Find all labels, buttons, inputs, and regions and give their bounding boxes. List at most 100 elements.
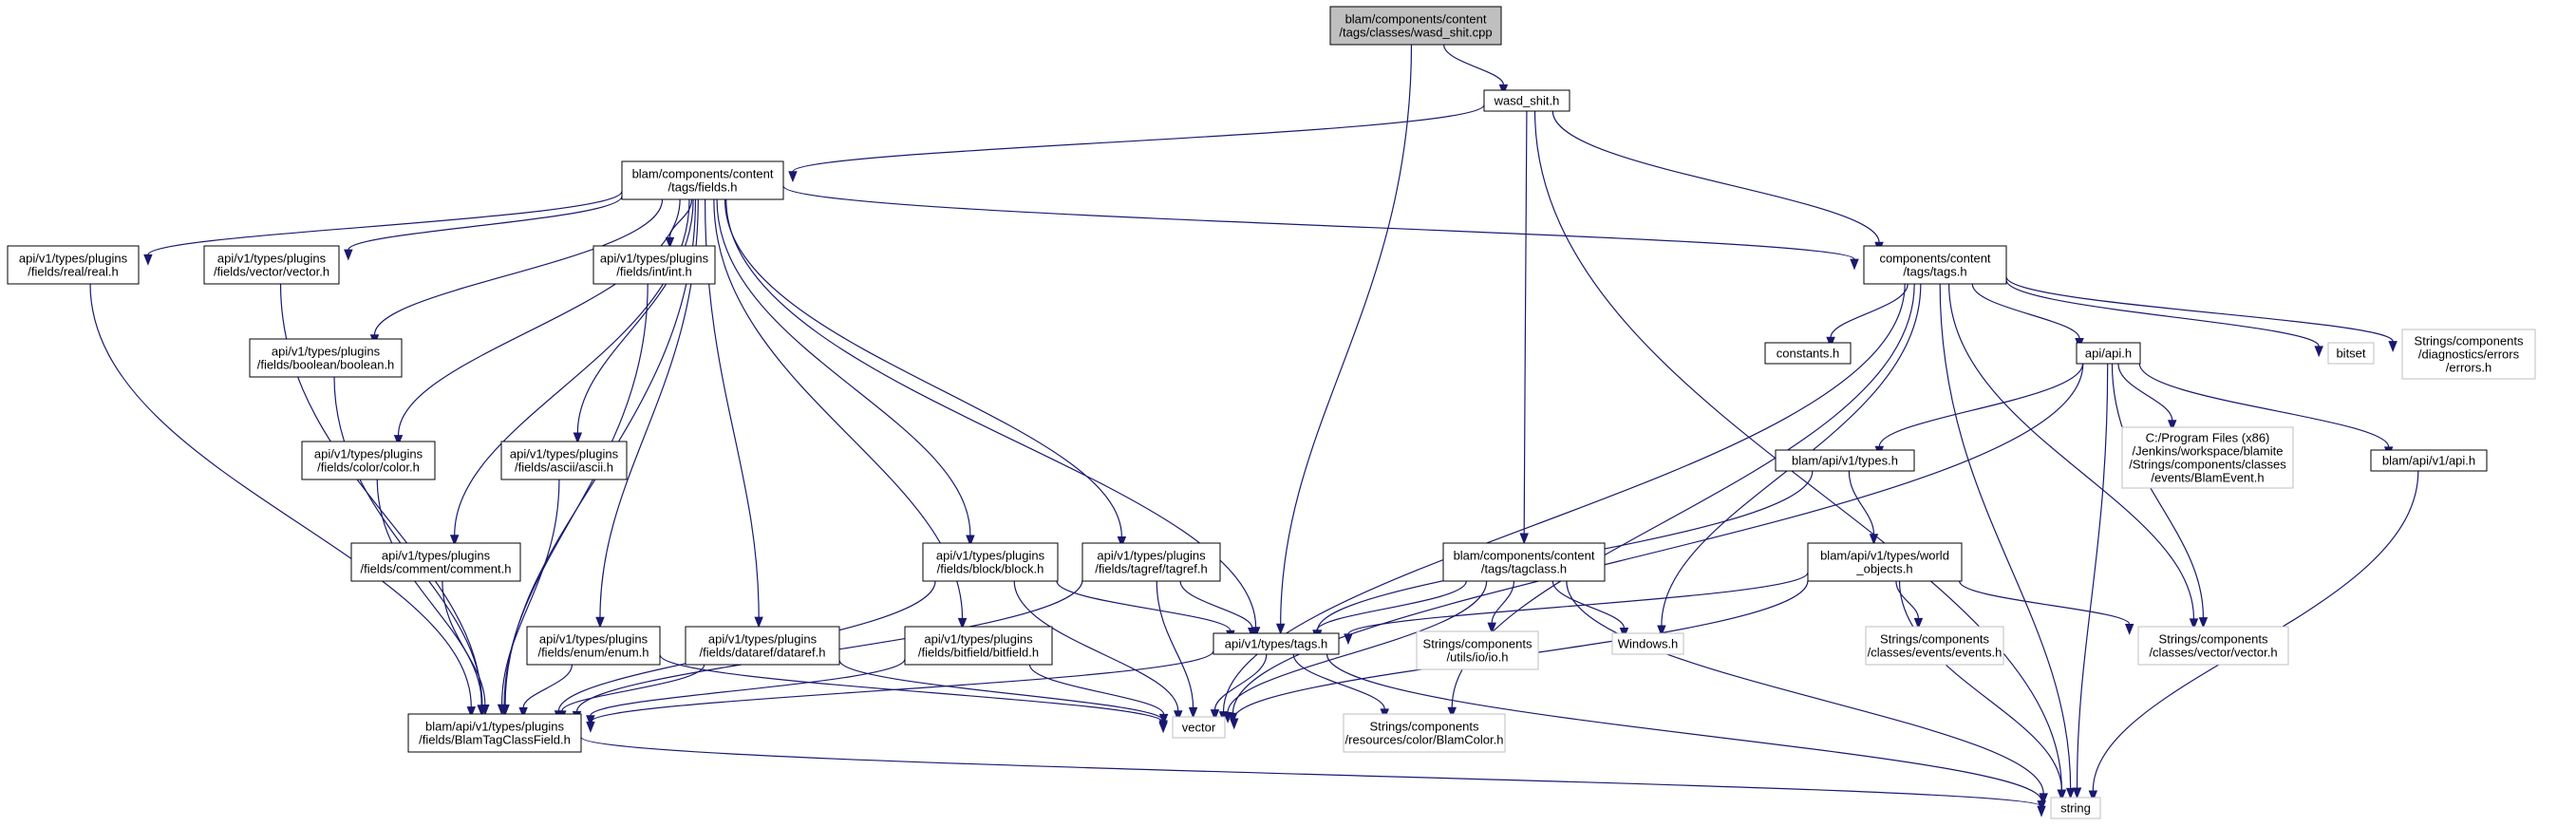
node-label-line: /errors.h [2446, 361, 2491, 375]
edge-arrowhead [665, 236, 675, 249]
edge-arrowhead [1117, 536, 1127, 548]
node-windows-h: Windows.h [1611, 632, 1684, 655]
node-label-line: blam/api/v1/types/plugins [425, 720, 564, 734]
node-label-line: blam/api/v1/types.h [1792, 454, 1898, 468]
node-box [1611, 632, 1684, 655]
edge-line [1848, 470, 1875, 535]
node-api-h[interactable]: api/api.h [2076, 342, 2141, 365]
node-tags-fields-h[interactable]: blam/components/content/tags/fields.h [621, 160, 784, 200]
node-label-line: api/v1/types/plugins [600, 252, 709, 266]
edge-color_h-to-blamtagclassfield_h [376, 479, 487, 717]
node-tagref-h[interactable]: api/v1/types/plugins/fields/tagref/tagre… [1081, 542, 1221, 582]
node-blam-types-h[interactable]: blam/api/v1/types.h [1775, 449, 1915, 472]
node-label-line: api/v1/types/plugins [382, 549, 491, 563]
edge-arrowhead [1657, 625, 1666, 637]
edge-arrowhead [754, 616, 763, 629]
edge-arrowhead [2314, 346, 2323, 358]
edge-arrowhead [1869, 534, 1879, 546]
edge-line [1443, 44, 1505, 85]
edge-line [1347, 572, 1809, 635]
node-comment-h[interactable]: api/v1/types/plugins/fields/comment/comm… [350, 542, 521, 582]
node-boolean-h[interactable]: api/v1/types/plugins/fields/boolean/bool… [249, 338, 403, 378]
edge-bitfield_h-to-vector [1028, 664, 1169, 725]
node-box [249, 338, 403, 378]
edge-tagref_h-to-vector [1156, 580, 1198, 719]
node-box [2370, 449, 2488, 472]
edge-line [1232, 363, 2084, 714]
node-api-tags-h[interactable]: api/v1/types/tags.h [1213, 632, 1340, 655]
node-dataref-h[interactable]: api/v1/types/plugins/fields/dataref/data… [685, 626, 840, 666]
node-label-line: /fields/vector/vector.h [214, 265, 329, 279]
node-box [621, 160, 784, 200]
node-block-h[interactable]: api/v1/types/plugins/fields/block/block.… [922, 542, 1059, 582]
edge-arrowhead [966, 535, 975, 547]
node-label-line: vector [1182, 721, 1216, 735]
node-int-h[interactable]: api/v1/types/plugins/fields/int/int.h [592, 245, 716, 285]
edge-line [716, 198, 971, 536]
node-bitset: bitset [2327, 342, 2375, 365]
node-box [203, 245, 340, 285]
edge-line [1878, 363, 2084, 447]
node-label-line: Windows.h [1618, 637, 1679, 651]
edge-line [1948, 283, 2195, 619]
edge-line [2138, 363, 2390, 447]
nodes-layer: blam/components/content/tags/classes/was… [7, 6, 2536, 819]
edge-line [1551, 580, 1626, 629]
edge-api_h-to-blamevent_h [2117, 363, 2177, 432]
edge-tags_fields_h-to-block_h [716, 198, 975, 547]
node-label-line: blam/components/content [1345, 12, 1487, 27]
node-box [1807, 542, 1963, 582]
node-box [1329, 6, 1502, 46]
edge-components_tags_h-to-string [1939, 283, 2076, 799]
node-color-h[interactable]: api/v1/types/plugins/fields/color/color.… [301, 441, 436, 480]
node-box [2401, 329, 2536, 380]
edge-arrowhead [573, 432, 583, 444]
edge-wasd_shit_h-to-tagclass_h [1519, 110, 1529, 545]
node-components-tags-h[interactable]: components/content/tags/tags.h [1863, 245, 2007, 285]
node-label-line: /Strings/components/classes [2129, 458, 2286, 472]
edge-arrowhead [518, 706, 528, 719]
node-box [1416, 630, 1539, 670]
edge-line [1959, 580, 2131, 625]
edge-arrowhead [143, 254, 153, 266]
node-ascii-h[interactable]: api/v1/types/plugins/fields/ascii/ascii.… [500, 441, 628, 480]
edge-line [590, 650, 1214, 723]
node-blamtagclassfield-h[interactable]: blam/api/v1/types/plugins/fields/BlamTag… [407, 713, 582, 753]
node-label-line: blam/components/content [632, 167, 774, 181]
node-blam-api-h[interactable]: blam/api/v1/api.h [2370, 449, 2488, 472]
node-real-h[interactable]: api/v1/types/plugins/fields/real/real.h [7, 245, 140, 285]
edge-blamtagclassfield_h-to-string [580, 736, 2046, 818]
node-label-line: /tags/tags.h [1903, 265, 1966, 279]
edge-line [590, 658, 906, 717]
edge-arrowhead [466, 706, 477, 718]
node-constants-h[interactable]: constants.h [1764, 342, 1852, 365]
edge-arrowhead [2088, 790, 2098, 802]
node-bitfield-h[interactable]: api/v1/types/plugins/fields/bitfield/bit… [904, 626, 1053, 666]
edge-components_tags_h-to-vector_class_h [1948, 283, 2199, 630]
node-box [2050, 797, 2101, 819]
node-wasd-shit-h[interactable]: wasd_shit.h [1483, 89, 1570, 112]
node-wasd-shit-cpp[interactable]: blam/components/content/tags/classes/was… [1329, 6, 1502, 46]
node-box [2076, 342, 2141, 365]
edge-arrowhead [1447, 706, 1457, 719]
edge-block_h-to-vector [1013, 580, 1183, 723]
node-vector-h[interactable]: api/v1/types/plugins/fields/vector/vecto… [203, 245, 340, 285]
edge-line [1551, 110, 1880, 243]
node-enum-h[interactable]: api/v1/types/plugins/fields/enum/enum.h [526, 626, 661, 666]
node-label-line: /tags/fields.h [668, 180, 738, 195]
node-label-line: bitset [2336, 347, 2365, 361]
node-label-line: C:/Program Files (x86) [2146, 431, 2270, 445]
edge-wasd_shit_cpp-to-api_tags_h [1275, 44, 1413, 635]
node-label-line: Strings/components [1880, 632, 1989, 647]
edge-wasd_shit_h-to-components_tags_h [1551, 110, 1884, 254]
node-label-line: Strings/components [2159, 632, 2268, 647]
edge-arrowhead [2124, 624, 2134, 635]
edge-line [1491, 580, 1515, 624]
edge-tags_fields_h-to-tagref_h [724, 198, 1127, 548]
node-world-objects-h[interactable]: blam/api/v1/types/world_objects.h [1807, 542, 1963, 582]
edge-blam_types_h-to-world_objects_h [1848, 470, 1879, 546]
node-tagclass-h[interactable]: blam/components/content/tags/tagclass.h [1442, 542, 1606, 582]
node-blamevent-h: C:/Program Files (x86)/Jenkins/workspace… [2121, 426, 2294, 489]
node-label-line: api/v1/types/plugins [217, 252, 327, 266]
edge-line [782, 185, 1855, 260]
